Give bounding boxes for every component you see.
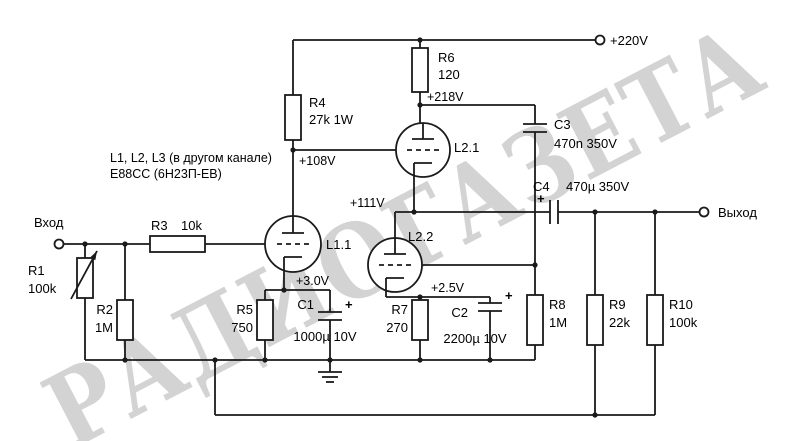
c4-value: 470µ 350V: [566, 179, 629, 194]
r6-value: 120: [438, 67, 460, 82]
l2-2-label: L2.2: [408, 229, 433, 244]
resistor-r1: R1 100k: [28, 250, 98, 300]
l2-1-label: L2.1: [454, 140, 479, 155]
output-terminal: Выход: [698, 205, 757, 220]
resistor-r9: R9 22k: [586, 294, 630, 346]
r4-label: R4: [309, 95, 326, 110]
r8-label: R8: [549, 297, 566, 312]
c1-polarity-plus: +: [345, 297, 353, 312]
voltage-label-108v: +108V: [299, 154, 336, 168]
c1-label: C1: [297, 297, 314, 312]
r5-label: R5: [236, 302, 253, 317]
r8-value: 1M: [549, 315, 567, 330]
c1-value: 1000µ 10V: [293, 329, 356, 344]
r3-value: 10k: [181, 218, 202, 233]
r4-value: 27k 1W: [309, 112, 354, 127]
supply-voltage-label: +220V: [610, 33, 648, 48]
resistor-r10: R10 100k: [646, 294, 698, 346]
capacitor-c4: + C4 470µ 350V: [533, 179, 629, 224]
c4-label: C4: [533, 179, 550, 194]
r7-value: 270: [386, 320, 408, 335]
r9-label: R9: [609, 297, 626, 312]
resistor-r6: R6 120: [411, 47, 460, 93]
r1-label: R1: [28, 263, 45, 278]
tube-l1-1: L1.1: [264, 215, 351, 273]
c3-value: 470n 350V: [554, 136, 617, 151]
junction-dots: [82, 37, 658, 418]
r6-label: R6: [438, 50, 455, 65]
c2-polarity-plus: +: [505, 288, 513, 303]
input-label: Вход: [34, 215, 64, 230]
resistor-r8: R8 1M: [526, 294, 567, 346]
resistor-r2: R2 1M: [95, 299, 134, 341]
voltage-label-218v: +218V: [427, 90, 464, 104]
c4-polarity-plus: +: [537, 191, 545, 206]
c2-value: 2200µ 10V: [443, 331, 506, 346]
voltage-label-3v: +3.0V: [296, 274, 330, 288]
capacitor-c1: + C1 1000µ 10V: [293, 297, 356, 344]
watermark-text: РАДИОГАЗЕТА: [26, 2, 782, 441]
tube-l2-1: L2.1: [395, 122, 479, 178]
voltage-labels: +218V +108V +111V +3.0V +2.5V: [296, 90, 465, 295]
r10-value: 100k: [669, 315, 698, 330]
input-terminal: Вход: [34, 215, 65, 250]
voltage-label-2-5v: +2.5V: [431, 281, 465, 295]
resistor-r7: R7 270: [386, 299, 429, 341]
resistor-r4: R4 27k 1W: [284, 94, 354, 141]
note-line-1: L1, L2, L3 (в другом канале): [110, 151, 272, 165]
capacitor-c3: C3 470n 350V: [523, 117, 617, 151]
r2-label: R2: [96, 302, 113, 317]
tube-l2-2: L2.2: [367, 229, 433, 293]
r9-value: 22k: [609, 315, 630, 330]
r7-label: R7: [391, 302, 408, 317]
voltage-label-111v: +111V: [350, 196, 385, 210]
note-line-2: E88CC (6Н23П-ЕВ): [110, 167, 222, 181]
r2-value: 1M: [95, 320, 113, 335]
c2-label: C2: [451, 305, 468, 320]
r1-value: 100k: [28, 281, 57, 296]
tube-note: L1, L2, L3 (в другом канале) E88CC (6Н23…: [110, 151, 272, 181]
c3-label: C3: [554, 117, 571, 132]
supply-terminal: +220V: [594, 33, 648, 48]
resistor-r3: R3 10k: [149, 218, 206, 253]
output-label: Выход: [718, 205, 757, 220]
wires: [64, 39, 699, 416]
capacitor-c2: + C2 2200µ 10V: [443, 288, 513, 346]
resistor-r5: R5 750: [231, 299, 274, 341]
ground-symbol: [318, 371, 342, 383]
r10-label: R10: [669, 297, 693, 312]
l1-1-label: L1.1: [326, 237, 351, 252]
r5-value: 750: [231, 320, 253, 335]
r3-label: R3: [151, 218, 168, 233]
